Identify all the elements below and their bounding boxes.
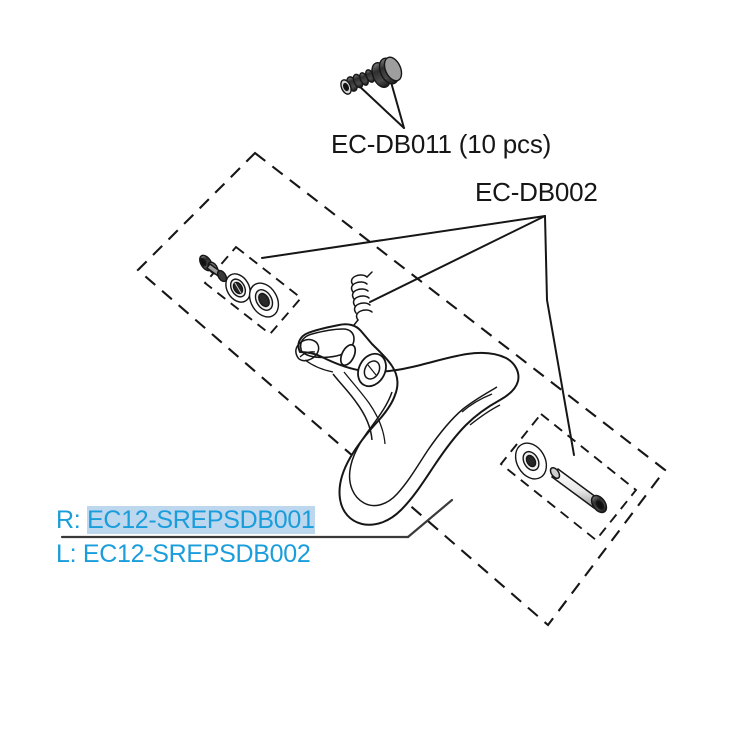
leader-lines-ec-db002 (261, 215, 575, 456)
part-number-value-right[interactable]: EC12-SREPSDB001 (87, 506, 315, 534)
part-number-value-left[interactable]: EC12-SREPSDB002 (82, 540, 311, 568)
lever-pivot-slot (339, 343, 357, 367)
label-ec-db002: EC-DB002 (475, 177, 598, 207)
label-ec-db011: EC-DB011 (10 pcs) (331, 129, 552, 159)
washer-icon-3 (514, 442, 548, 480)
pin-icon (549, 466, 608, 514)
flange-bolt-icon (199, 254, 228, 283)
washer-icon-2 (248, 282, 280, 318)
lever-blade-crease-2 (343, 371, 386, 445)
brake-lever-icon (295, 323, 520, 526)
part-number-row-right[interactable]: R: EC12-SREPSDB001 (56, 503, 315, 537)
leader-line-part-number (60, 498, 454, 539)
washer-icon-1 (225, 273, 251, 303)
part-number-prefix-right: R: (56, 506, 81, 534)
spring-icon (350, 271, 373, 326)
bolt-icon (340, 56, 403, 95)
part-number-prefix-left: L: (56, 540, 77, 568)
small-parts-box-lower (499, 412, 638, 542)
part-number-row-left[interactable]: L: EC12-SREPSDB002 (56, 537, 315, 571)
assembly-boundary-box (136, 151, 667, 627)
lever-blade-inner-edge (348, 386, 498, 507)
part-number-list: R: EC12-SREPSDB001 L: EC12-SREPSDB002 (56, 503, 315, 571)
leader-lines-ec-db011 (356, 81, 405, 129)
lever-outline (297, 323, 520, 526)
lever-head-top (299, 328, 355, 359)
